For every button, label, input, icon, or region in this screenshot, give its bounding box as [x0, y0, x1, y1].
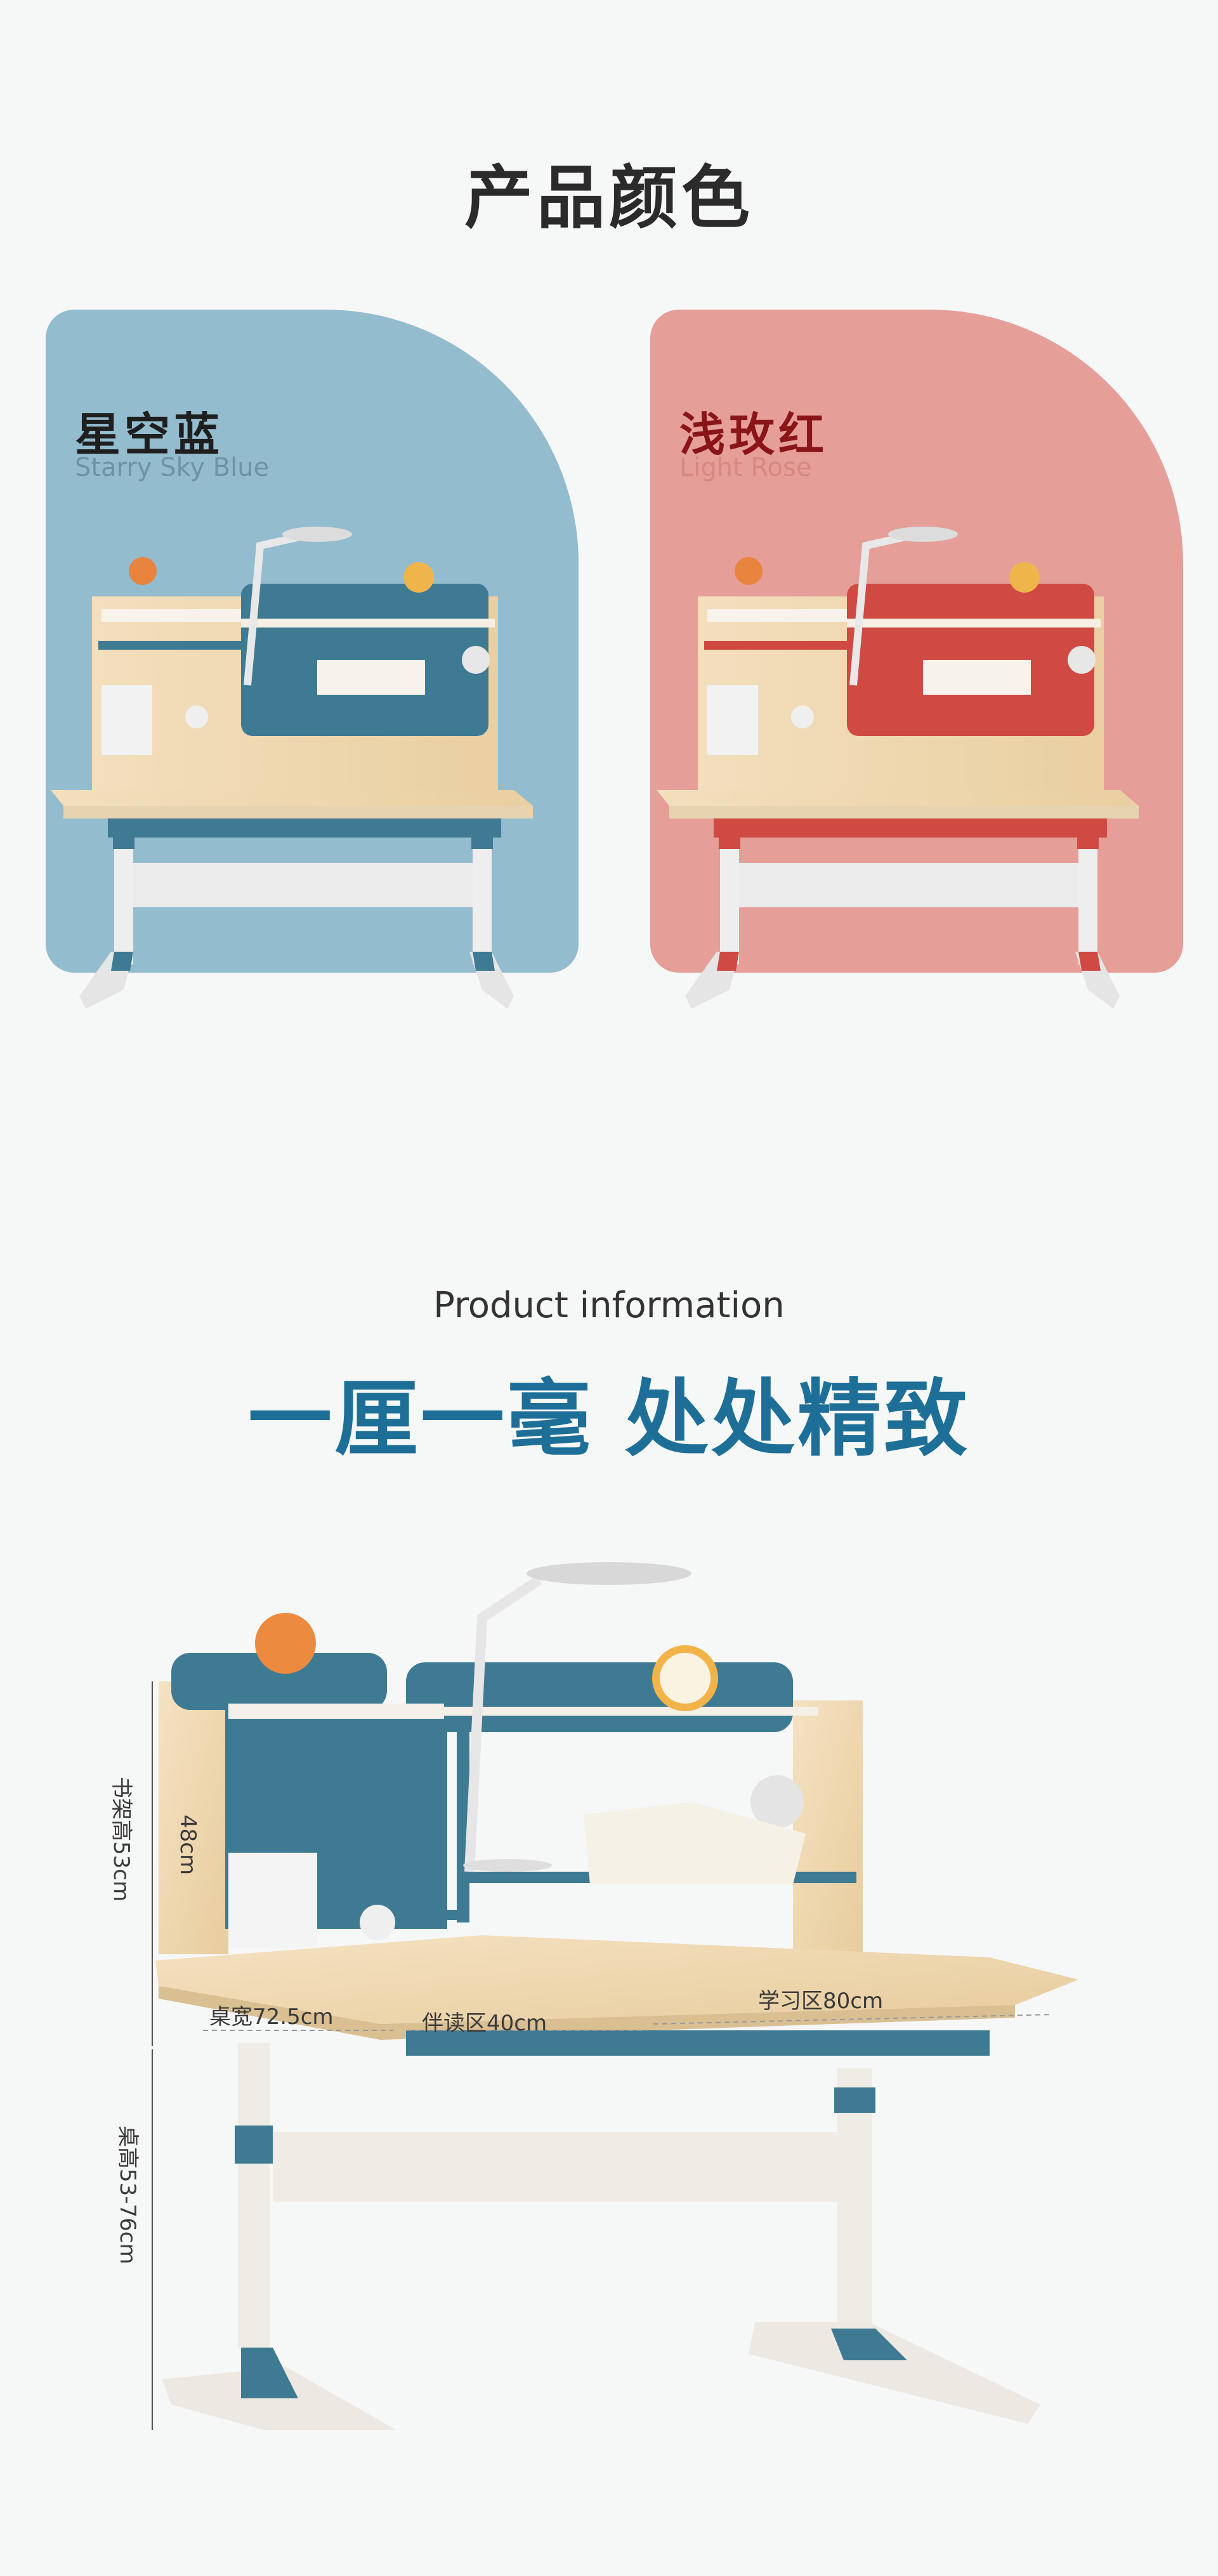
- product-desk-diagram: 书架高53cm 48cm 桌宽72.5cm 伴读区40cm 学习区80cm 桌高…: [108, 1562, 1078, 2430]
- dim-reading-zone: 伴读区40cm: [422, 2011, 547, 2036]
- dim-shelf-height: 书架高53cm: [108, 1777, 134, 1902]
- dim-desk-height: 桌高53-76cm: [115, 2126, 140, 2264]
- desk-illustrations: [51, 527, 1139, 1009]
- section-title-product: 一厘一毫 处处精致: [248, 1370, 970, 1468]
- color-name-cn: 星空蓝: [75, 408, 224, 461]
- color-name-cn: 浅玫红: [679, 408, 828, 461]
- dim-study-zone: 学习区80cm: [758, 1988, 883, 2014]
- section-subtitle: Product information: [433, 1285, 785, 1326]
- section-title-colors: 产品颜色: [464, 159, 754, 238]
- dim-inner-height: 48cm: [175, 1815, 200, 1875]
- color-name-en: Starry Sky Blue: [75, 453, 270, 482]
- color-name-en: Light Rose: [679, 453, 812, 482]
- desk-rose: [657, 527, 1139, 1009]
- desk-blue: [51, 527, 533, 1009]
- dim-desk-width: 桌宽72.5cm: [209, 2004, 334, 2030]
